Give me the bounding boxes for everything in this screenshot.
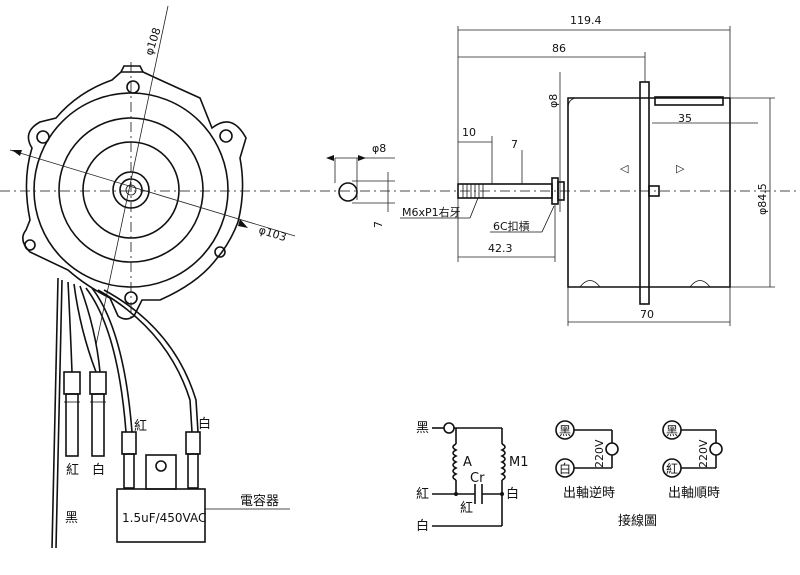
- dim-119-4: 119.4: [570, 14, 602, 27]
- terminals: [63, 371, 201, 489]
- terminal-cap-white: [185, 431, 201, 455]
- housing-outline: [22, 71, 247, 320]
- sch-label-white-right: 白: [506, 486, 519, 502]
- label-thread: M6xP1右牙: [402, 205, 461, 219]
- label-cap-wire-white: 白: [198, 416, 211, 432]
- sch-label-black: 黑: [416, 421, 429, 436]
- label-wire-black: 黑: [65, 511, 78, 526]
- ccw-connection: 黑 白 220V 出軸逆時: [555, 420, 619, 501]
- wire-cap-red-a: [85, 287, 127, 433]
- sch-cap: Cr: [470, 471, 485, 486]
- label-wire-red: 紅: [66, 463, 79, 478]
- terminal-white-connector: [89, 371, 107, 395]
- ccw-voltage: 220V: [593, 439, 606, 468]
- mount-hole-right: [219, 129, 233, 143]
- wire-black-1: [51, 277, 59, 549]
- shaft-dim-phi8: φ8: [372, 142, 386, 155]
- coil-a: [452, 443, 458, 481]
- dim-line-phi108: [95, 5, 169, 346]
- capacitor-lug: [145, 454, 177, 490]
- label-wire-white: 白: [92, 462, 105, 478]
- dim-side-7: 7: [511, 138, 518, 151]
- ccw-top-label: 黑: [559, 424, 571, 438]
- terminal-white-body: [91, 393, 105, 457]
- svg-text:◁: ◁: [620, 162, 629, 175]
- front-view: φ108 φ103: [9, 5, 296, 346]
- wiring-schematic: 黑 A M1 Cr 紅 白 紅 白 接線圖: [416, 421, 657, 534]
- ccw-bottom-label: 白: [559, 461, 571, 476]
- dim-line-phi103: [9, 149, 296, 237]
- terminal-cap-red: [121, 431, 137, 455]
- wire-white-lead-2: [79, 285, 101, 373]
- mount-hole-lower-right: [214, 246, 226, 258]
- dim-shaft-phi8: φ8: [547, 94, 560, 108]
- wire-black-2: [55, 279, 63, 549]
- capacitor-body: [116, 488, 206, 543]
- dim-phi84-5: φ84.5: [756, 183, 769, 215]
- wire-cap-red-b: [91, 287, 133, 433]
- shaft-end-view: φ8 7: [326, 142, 395, 228]
- cw-bottom-label: 紅: [666, 462, 678, 476]
- cw-connection: 黑 紅 220V 出軸順時: [662, 420, 723, 501]
- ccw-caption: 出軸逆時: [563, 485, 615, 501]
- sch-label-cap-red: 紅: [460, 501, 473, 516]
- cw-voltage: 220V: [697, 439, 710, 468]
- wire-cap-white-a: [97, 289, 193, 433]
- dim-42-3: 42.3: [488, 242, 513, 255]
- mount-hole-lower-left: [24, 239, 36, 251]
- mount-hole-top: [126, 80, 140, 94]
- dim-10: 10: [462, 126, 476, 139]
- wire-cap-white-b: [103, 289, 199, 433]
- label-cap-wire-red: 紅: [134, 419, 147, 434]
- capacitor-callout: 電容器: [240, 493, 279, 509]
- arrow-phi103-left: [12, 150, 22, 156]
- terminal-red-body: [65, 393, 79, 457]
- sch-title: 接線圖: [618, 513, 657, 529]
- sch-label-red: 紅: [416, 487, 429, 502]
- shaft-dim-7: 7: [372, 221, 385, 228]
- top-bracket: [654, 96, 724, 106]
- sch-label-white: 白: [416, 518, 429, 534]
- capacitor: 1.5uF/450VAC 電容器: [116, 454, 290, 543]
- wire-white-lead: [73, 283, 97, 373]
- dim-86: 86: [552, 42, 566, 55]
- terminal-red-connector: [63, 371, 81, 395]
- svg-text:▷: ▷: [676, 162, 685, 175]
- dim-35: 35: [678, 112, 692, 125]
- sch-winding-m1: M1: [509, 455, 529, 470]
- sch-winding-a: A: [463, 455, 472, 470]
- mount-flange: [639, 81, 650, 305]
- arrow-phi103-right: [238, 219, 248, 228]
- dim-phi103-label: φ103: [257, 223, 288, 244]
- cw-caption: 出軸順時: [668, 486, 720, 501]
- wire-red-lead: [67, 281, 73, 373]
- coil-m1: [500, 443, 506, 481]
- dim-70: 70: [640, 308, 654, 321]
- label-nut: 6C扣槓: [493, 219, 530, 233]
- side-view: ◁ ▷ 119.4 86 φ8 10 7: [400, 14, 775, 326]
- lead-wires: [51, 277, 199, 549]
- top-lug: [120, 65, 144, 73]
- cw-top-label: 黑: [666, 424, 678, 438]
- capacitor-rating: 1.5uF/450VAC: [122, 511, 206, 525]
- shaft-end-circle: [338, 182, 358, 202]
